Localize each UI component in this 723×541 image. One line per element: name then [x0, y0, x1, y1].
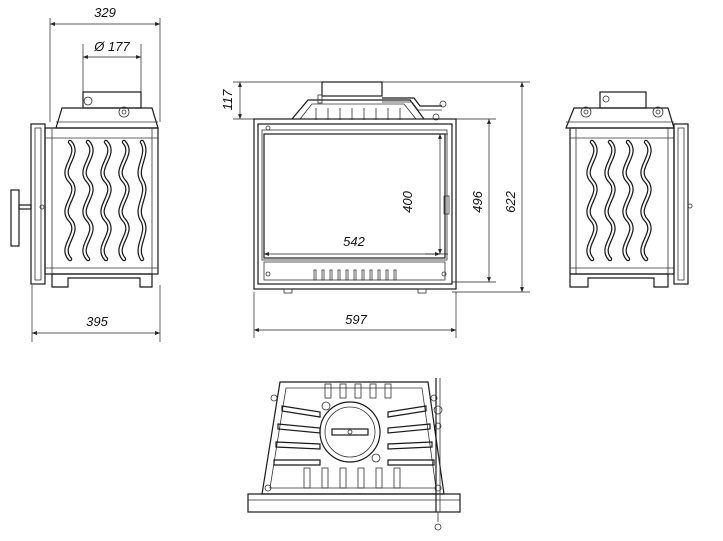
dim-front-frame-height: 496: [470, 190, 485, 212]
dim-total-height: 622: [503, 190, 518, 212]
right-side-view: [565, 91, 693, 288]
bottom-fins: [303, 467, 401, 489]
dim-flue-diameter: Ø 177: [93, 39, 130, 54]
left-fins: [273, 405, 321, 466]
top-ribs: [315, 108, 401, 120]
front-vents: [313, 269, 397, 281]
dim-front-top-height: 117: [220, 89, 235, 110]
top-fins: [324, 383, 392, 399]
right-fins: [387, 405, 435, 466]
dim-side-depth: 395: [86, 314, 108, 329]
dim-front-width: 597: [345, 312, 367, 327]
dim-side-top-width: 329: [94, 5, 116, 20]
dim-inner-width: 542: [343, 234, 365, 249]
side-ribs: [64, 139, 147, 262]
dim-glass-height: 400: [400, 190, 415, 212]
front-view: 117 400 496 622 542 597: [220, 81, 530, 338]
left-side-view: 329 Ø 177 395: [10, 5, 161, 342]
side-ribs-right: [586, 139, 652, 262]
top-view: [247, 378, 461, 531]
